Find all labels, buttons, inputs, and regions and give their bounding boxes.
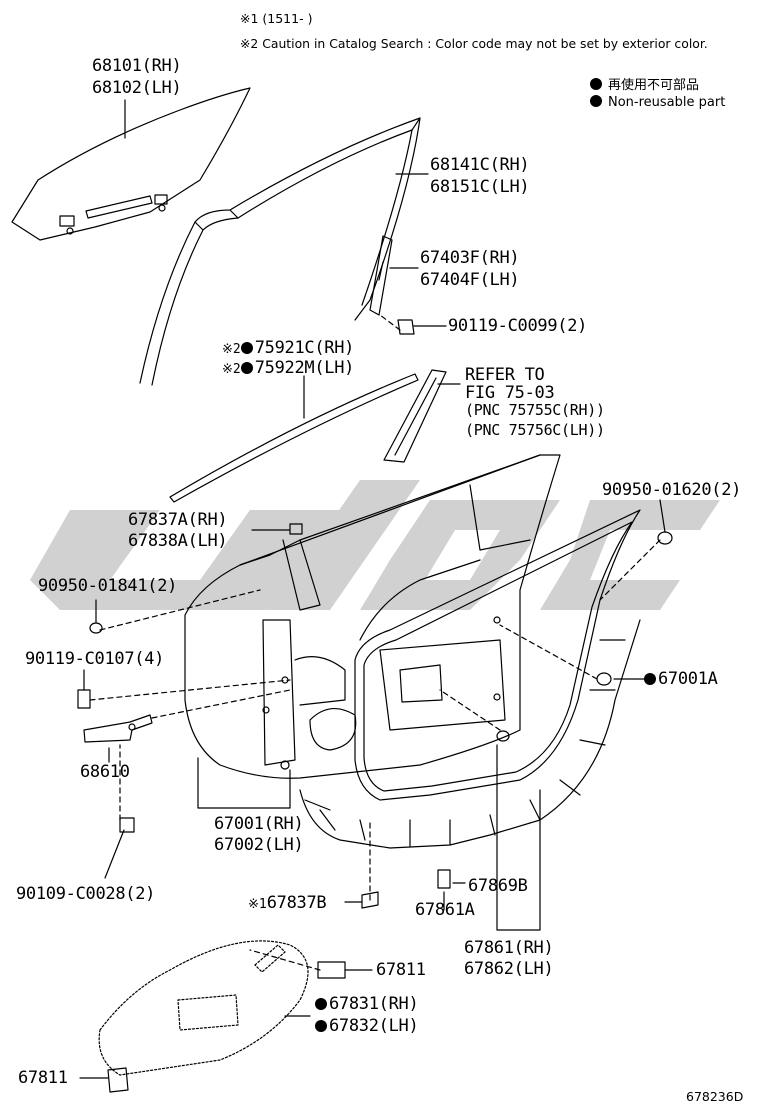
label-67831-text: 67831(RH) [329,994,419,1014]
non-reusable-dot-icon [240,342,253,354]
label-67832[interactable]: 67832(LH) [315,1016,419,1036]
non-reusable-dot-icon [315,998,327,1010]
legend-en-text: Non-reusable part [608,95,726,110]
caution-mark-2: ※2 [222,342,241,357]
legend-jp-text: 再使用不可部品 [608,78,700,93]
label-67837b[interactable]: ※167837B [248,893,327,915]
glass-run-drawing [139,117,421,386]
label-68101[interactable]: 68101(RH) [92,56,182,76]
door-panel-drawing [184,454,561,779]
trim-piece-drawing [383,369,447,463]
legend-en-row: Non-reusable part [590,95,725,110]
label-68102[interactable]: 68102(LH) [92,78,182,98]
label-75922m-text: 75922M(LH) [254,358,355,378]
label-67404f[interactable]: 67404F(LH) [420,270,520,290]
label-67811-b[interactable]: 67811 [18,1068,68,1088]
belt-moulding-drawing [169,373,419,503]
note-1: ※1 (1511- ) [240,11,313,26]
caution-mark-1: ※1 [248,897,267,912]
label-67002[interactable]: 67002(LH) [214,835,304,855]
watermark-graphic [30,480,720,610]
label-68610[interactable]: 68610 [80,762,130,782]
refer-line-2[interactable]: FIG 75-03 [465,383,555,403]
label-67837a[interactable]: 67837A(RH) [128,510,228,530]
non-reusable-dot-icon [240,362,253,374]
label-90119-c0099[interactable]: 90119-C0099(2) [448,316,588,336]
label-90950-01841[interactable]: 90950-01841(2) [38,576,178,596]
non-reusable-dot-icon [590,78,602,90]
label-75921c[interactable]: ※2 75921C(RH) [222,338,354,360]
refer-line-4: (PNC 75756C(LH)) [465,421,605,439]
label-68151c[interactable]: 68151C(LH) [430,177,530,197]
non-reusable-dot-icon [590,95,602,107]
plug-67811-drawing [317,961,346,979]
label-75921c-text: 75921C(RH) [254,338,355,358]
label-67831[interactable]: 67831(RH) [315,994,419,1014]
label-67001a-text: 67001A [658,669,718,689]
leader-lines [79,99,666,1079]
label-67869b[interactable]: 67869B [468,876,528,896]
label-90119-c0107[interactable]: 90119-C0107(4) [25,649,165,669]
label-67838a[interactable]: 67838A(LH) [128,531,228,551]
refer-line-3: (PNC 75755C(RH)) [465,401,605,419]
label-67861[interactable]: 67861(RH) [464,938,554,958]
label-67862[interactable]: 67862(LH) [464,959,554,979]
door-check-drawing [83,714,153,743]
refer-line-1: REFER TO [465,365,545,385]
door-glass-drawing [11,87,251,241]
label-67832-text: 67832(LH) [329,1016,419,1036]
caution-mark-2: ※2 [222,362,241,377]
note-2: ※2 Caution in Catalog Search : Color cod… [240,36,708,51]
label-67001[interactable]: 67001(RH) [214,814,304,834]
door-sash-drawing [369,235,393,316]
label-75922m[interactable]: ※2 75922M(LH) [222,358,354,380]
label-67001a[interactable]: 67001A [644,669,718,689]
label-68141c[interactable]: 68141C(RH) [430,155,530,175]
figure-id: 678236D [686,1089,744,1104]
label-90109-c0028[interactable]: 90109-C0028(2) [16,884,156,904]
label-67403f[interactable]: 67403F(RH) [420,248,520,268]
non-reusable-dot-icon [315,1020,327,1032]
label-67811[interactable]: 67811 [376,960,426,980]
non-reusable-dot-icon [644,673,656,685]
service-cover-drawing [98,940,309,1076]
legend-jp-row: 再使用不可部品 [590,74,699,93]
label-67837b-text: 67837B [266,893,327,913]
label-67861a[interactable]: 67861A [415,900,475,920]
plug-67811b-drawing [107,1067,129,1093]
label-90950-01620[interactable]: 90950-01620(2) [602,480,742,500]
